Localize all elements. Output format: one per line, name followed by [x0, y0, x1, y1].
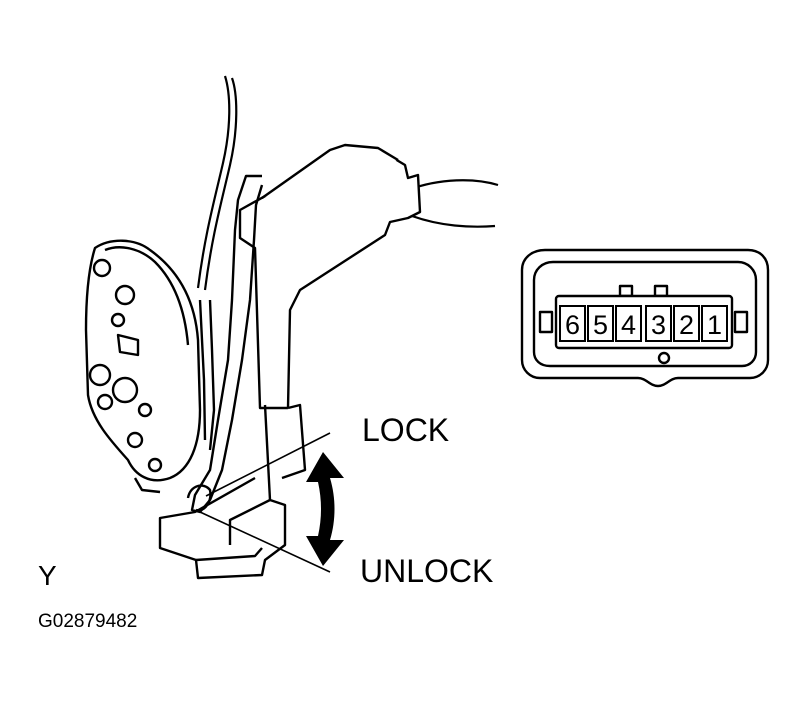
unlock-label: UNLOCK	[360, 553, 494, 589]
pin-cell: 2	[673, 305, 700, 342]
lock-label: LOCK	[362, 412, 450, 448]
actuator-cover	[84, 239, 202, 494]
view-label: Y	[38, 560, 57, 591]
pin-number: 1	[707, 310, 722, 340]
pin-cell: 6	[559, 305, 586, 342]
leader-lines	[199, 432, 331, 573]
lock-unlock-arrow-icon	[306, 452, 344, 566]
lock-housing	[158, 143, 422, 580]
pin-number: 4	[621, 310, 636, 340]
figure-code: G02879482	[38, 611, 138, 632]
pin-number: 3	[651, 310, 666, 340]
pin-number: 5	[593, 310, 608, 340]
pin-number: 2	[679, 310, 694, 340]
connector-pins: 6 5 4 3 2 1	[559, 305, 728, 342]
pin-cell: 3	[645, 305, 672, 342]
pin-number: 6	[565, 310, 580, 340]
linkage-rod	[186, 174, 264, 514]
pin-cell: 1	[701, 305, 728, 342]
pin-cell: 5	[587, 305, 614, 342]
pin-cell: 4	[615, 305, 642, 342]
